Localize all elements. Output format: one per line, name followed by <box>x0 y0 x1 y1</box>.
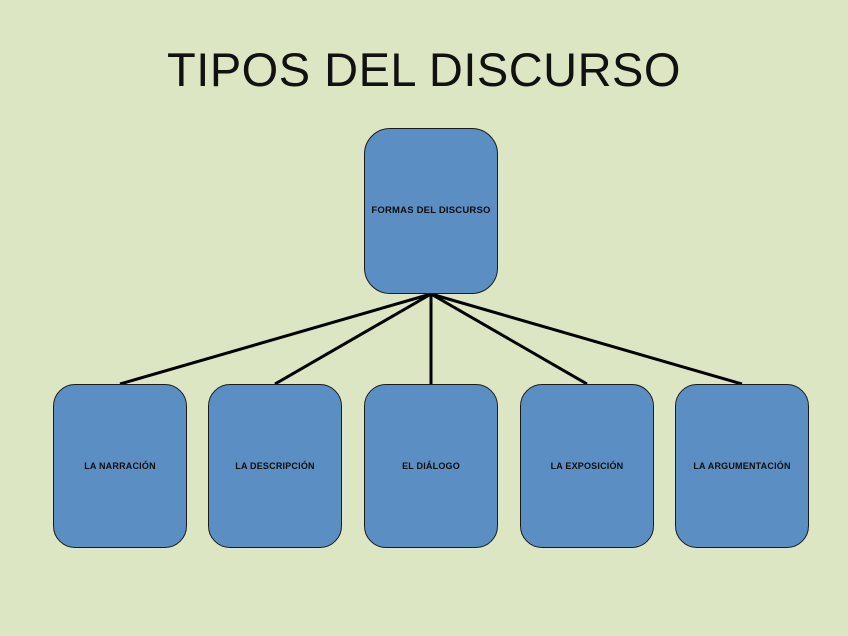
connector-line-narracion <box>119 292 432 386</box>
node-label: LA DESCRIPCIÓN <box>235 460 315 471</box>
node-label: LA EXPOSICIÓN <box>550 460 624 471</box>
node-label: FORMAS DEL DISCURSO <box>371 204 491 216</box>
node-label: EL DIÁLOGO <box>402 460 460 471</box>
page-title: TIPOS DEL DISCURSO <box>167 43 681 96</box>
connector-line-descripcion <box>274 292 432 386</box>
node-la-argumentacion[interactable]: LA ARGUMENTACIÓN <box>675 384 809 548</box>
node-la-descripcion[interactable]: LA DESCRIPCIÓN <box>208 384 342 548</box>
connector-line-argumentacion <box>430 292 743 386</box>
node-la-exposicion[interactable]: LA EXPOSICIÓN <box>520 384 654 548</box>
node-label: LA ARGUMENTACIÓN <box>693 460 791 471</box>
node-formas-del-discurso[interactable]: FORMAS DEL DISCURSO <box>364 128 498 294</box>
node-la-narracion[interactable]: LA NARRACIÓN <box>53 384 187 548</box>
node-el-dialogo[interactable]: EL DIÁLOGO <box>364 384 498 548</box>
connector-line-exposicion <box>430 292 588 386</box>
node-label: LA NARRACIÓN <box>84 460 156 471</box>
